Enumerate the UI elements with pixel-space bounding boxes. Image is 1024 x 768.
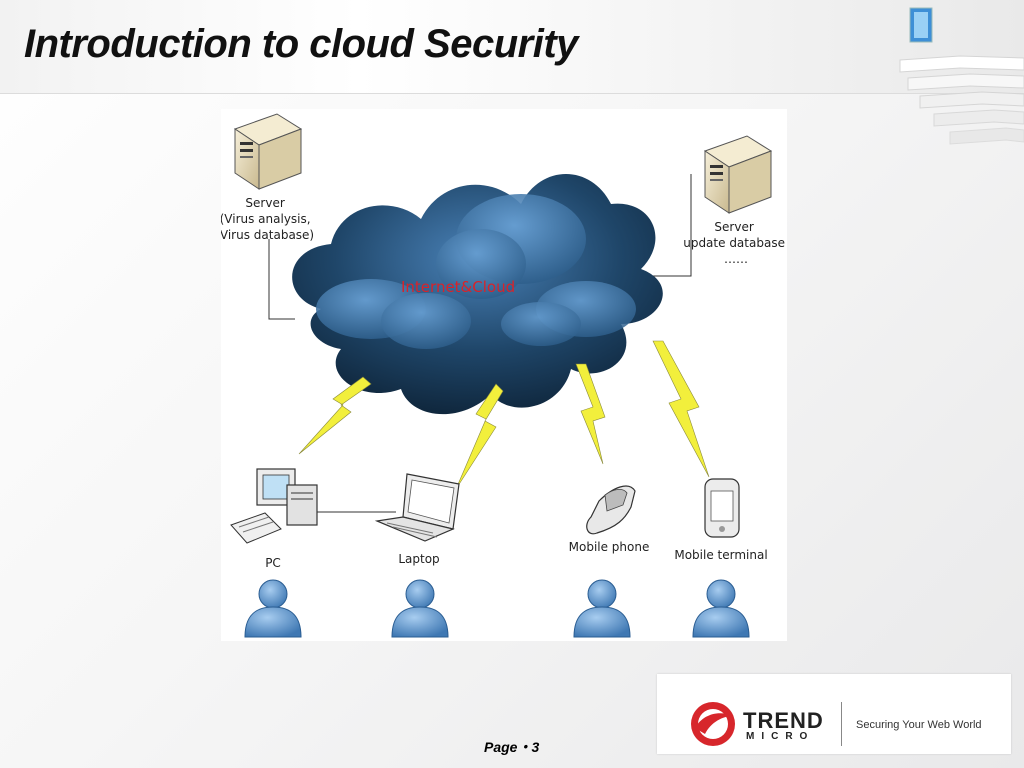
server-right-icon bbox=[703, 135, 773, 214]
trend-micro-mark-icon bbox=[691, 702, 735, 746]
user-icon-mobile-terminal bbox=[692, 579, 750, 638]
server-left-label: Server (Virus analysis, Virus database) bbox=[221, 196, 314, 242]
laptop-icon bbox=[374, 473, 460, 542]
mobile-phone-icon bbox=[586, 485, 636, 535]
logo-brand-bottom: MICRO bbox=[746, 731, 815, 742]
staircase-decoration bbox=[899, 7, 1024, 145]
lightning-bolt-mobile-phone bbox=[575, 363, 606, 465]
pc-label: PC bbox=[265, 556, 281, 570]
lightning-bolt-mobile-terminal bbox=[652, 340, 710, 478]
user-icon-pc bbox=[244, 579, 302, 638]
slide-header: Introduction to cloud Security bbox=[0, 0, 1024, 145]
logo-tagline: Securing Your Web World bbox=[856, 719, 982, 731]
laptop-label: Laptop bbox=[398, 552, 439, 566]
page-number: Page・3 bbox=[484, 739, 540, 755]
cloud-label: Internet&Cloud bbox=[401, 278, 515, 296]
pc-icon bbox=[230, 468, 318, 544]
server-left-icon bbox=[233, 113, 303, 190]
server-right-label: Server update database …… bbox=[683, 220, 787, 266]
user-icon-laptop bbox=[391, 579, 449, 638]
server-right-connector bbox=[651, 174, 692, 277]
slide-title: Introduction to cloud Security bbox=[24, 22, 578, 66]
mobile-terminal-icon bbox=[704, 478, 740, 538]
trend-micro-logo: TREND MICRO Securing Your Web World bbox=[657, 674, 1011, 754]
lightning-bolt-laptop bbox=[455, 383, 504, 490]
cloud-security-diagram: Internet&Cloud Server (Virus analysis, V bbox=[221, 109, 787, 641]
user-icon-mobile-phone bbox=[573, 579, 631, 638]
server-left-connector bbox=[268, 239, 295, 320]
mobile-terminal-label: Mobile terminal bbox=[674, 548, 767, 562]
mobile-phone-label: Mobile phone bbox=[569, 540, 650, 554]
lightning-bolt-pc bbox=[298, 376, 372, 455]
logo-brand-top: TREND bbox=[743, 708, 824, 733]
internet-cloud: Internet&Cloud bbox=[292, 174, 663, 415]
logo-divider bbox=[841, 702, 842, 746]
